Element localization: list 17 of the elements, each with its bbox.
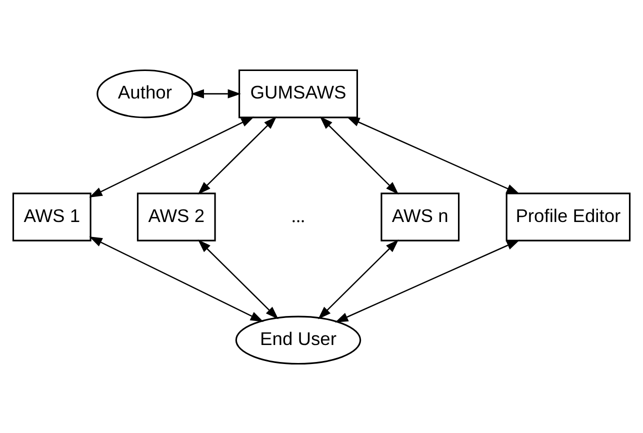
node-box: AWS 2 xyxy=(136,192,216,241)
arrow xyxy=(346,116,520,194)
arrow xyxy=(318,239,399,319)
node-box: AWS 1 xyxy=(12,192,92,241)
arrow xyxy=(89,116,254,197)
arrow xyxy=(320,116,399,194)
arrow xyxy=(190,88,241,98)
node-box: Profile Editor xyxy=(506,192,631,241)
node-ellipse: End User xyxy=(235,315,362,364)
node-box: GUMSAWS xyxy=(238,68,358,118)
node-box: AWS n xyxy=(380,192,460,241)
node-ellipse: Author xyxy=(96,68,194,118)
label: ... xyxy=(291,205,306,226)
arrow xyxy=(198,116,277,194)
arrow xyxy=(198,239,278,319)
arrow xyxy=(89,236,264,322)
arrow xyxy=(334,239,520,322)
